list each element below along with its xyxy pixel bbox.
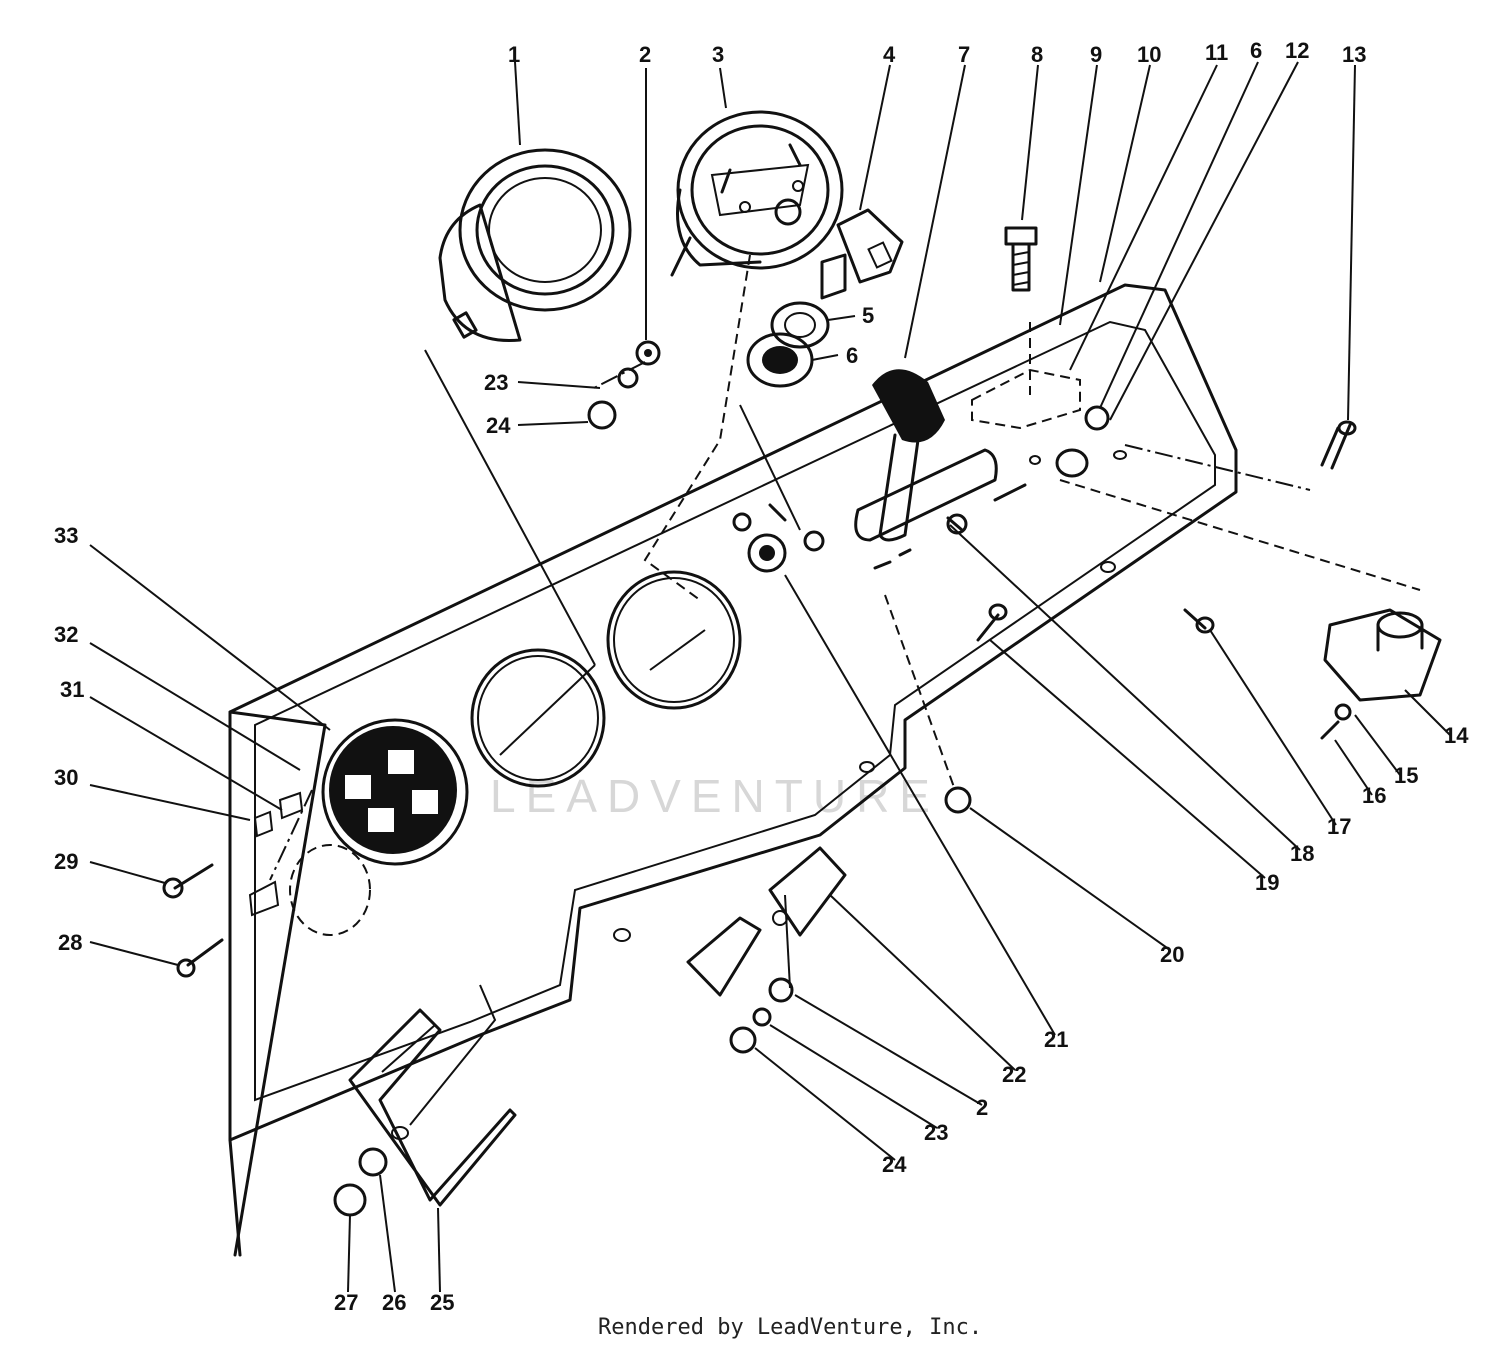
- callout-23-top: 23: [484, 370, 508, 395]
- callout-28: 28: [58, 930, 82, 955]
- callout-26: 26: [382, 1290, 406, 1315]
- callout-24-top: 24: [486, 413, 511, 438]
- callout-32: 32: [54, 622, 78, 647]
- callout-21: 21: [1044, 1027, 1068, 1052]
- bracket-25: [348, 1008, 517, 1207]
- callout-22: 22: [1002, 1062, 1026, 1087]
- callout-13: 13: [1342, 42, 1366, 67]
- callout-5: 5: [862, 303, 874, 328]
- leader-lines: [89, 61, 1451, 1293]
- callout-24-bottom: 24: [882, 1152, 907, 1177]
- ignition-gauge-3: [670, 110, 844, 277]
- callout-17: 17: [1327, 814, 1351, 839]
- callout-25: 25: [430, 1290, 454, 1315]
- callout-16: 16: [1362, 783, 1386, 808]
- callout-labels: 1 2 3 4 7 8 9 10 11 6 12 13 5 6 23 24 33…: [54, 38, 1469, 1315]
- gauge-cutout-left: [470, 648, 606, 788]
- callout-12: 12: [1285, 38, 1309, 63]
- bolt-8: [1004, 226, 1038, 292]
- fasteners: [162, 340, 1357, 1217]
- callout-18: 18: [1290, 841, 1314, 866]
- callout-4: 4: [883, 42, 896, 67]
- callout-7: 7: [958, 42, 970, 67]
- gauge-1: [438, 148, 632, 342]
- light-switch-cluster-33: [289, 718, 469, 936]
- callout-10: 10: [1137, 42, 1161, 67]
- watermark: LEADVENTURE: [490, 770, 940, 822]
- callout-19: 19: [1255, 870, 1279, 895]
- callout-33: 33: [54, 523, 78, 548]
- callout-14: 14: [1444, 723, 1469, 748]
- callout-8: 8: [1031, 42, 1043, 67]
- callout-2-bottom: 2: [976, 1095, 988, 1120]
- callout-1: 1: [508, 42, 520, 67]
- gauge-cutout-center: [606, 570, 742, 710]
- bracket-22: [686, 846, 847, 997]
- callout-9: 9: [1090, 42, 1102, 67]
- callout-31: 31: [60, 677, 84, 702]
- callout-15: 15: [1394, 763, 1418, 788]
- callout-2: 2: [639, 42, 651, 67]
- throttle-lever-7: [872, 369, 945, 542]
- callout-23-bottom: 23: [924, 1120, 948, 1145]
- callout-29: 29: [54, 849, 78, 874]
- callout-30: 30: [54, 765, 78, 790]
- callout-6: 6: [846, 343, 858, 368]
- callout-27: 27: [334, 1290, 358, 1315]
- callout-11: 11: [1205, 40, 1228, 65]
- callout-6-top: 6: [1250, 38, 1262, 63]
- switch-14: [1323, 608, 1442, 702]
- callout-3: 3: [712, 42, 724, 67]
- grommet-5: [770, 301, 830, 349]
- key-4: [820, 208, 904, 300]
- footer-credit: Rendered by LeadVenture, Inc.: [598, 1315, 982, 1340]
- callout-20: 20: [1160, 942, 1184, 967]
